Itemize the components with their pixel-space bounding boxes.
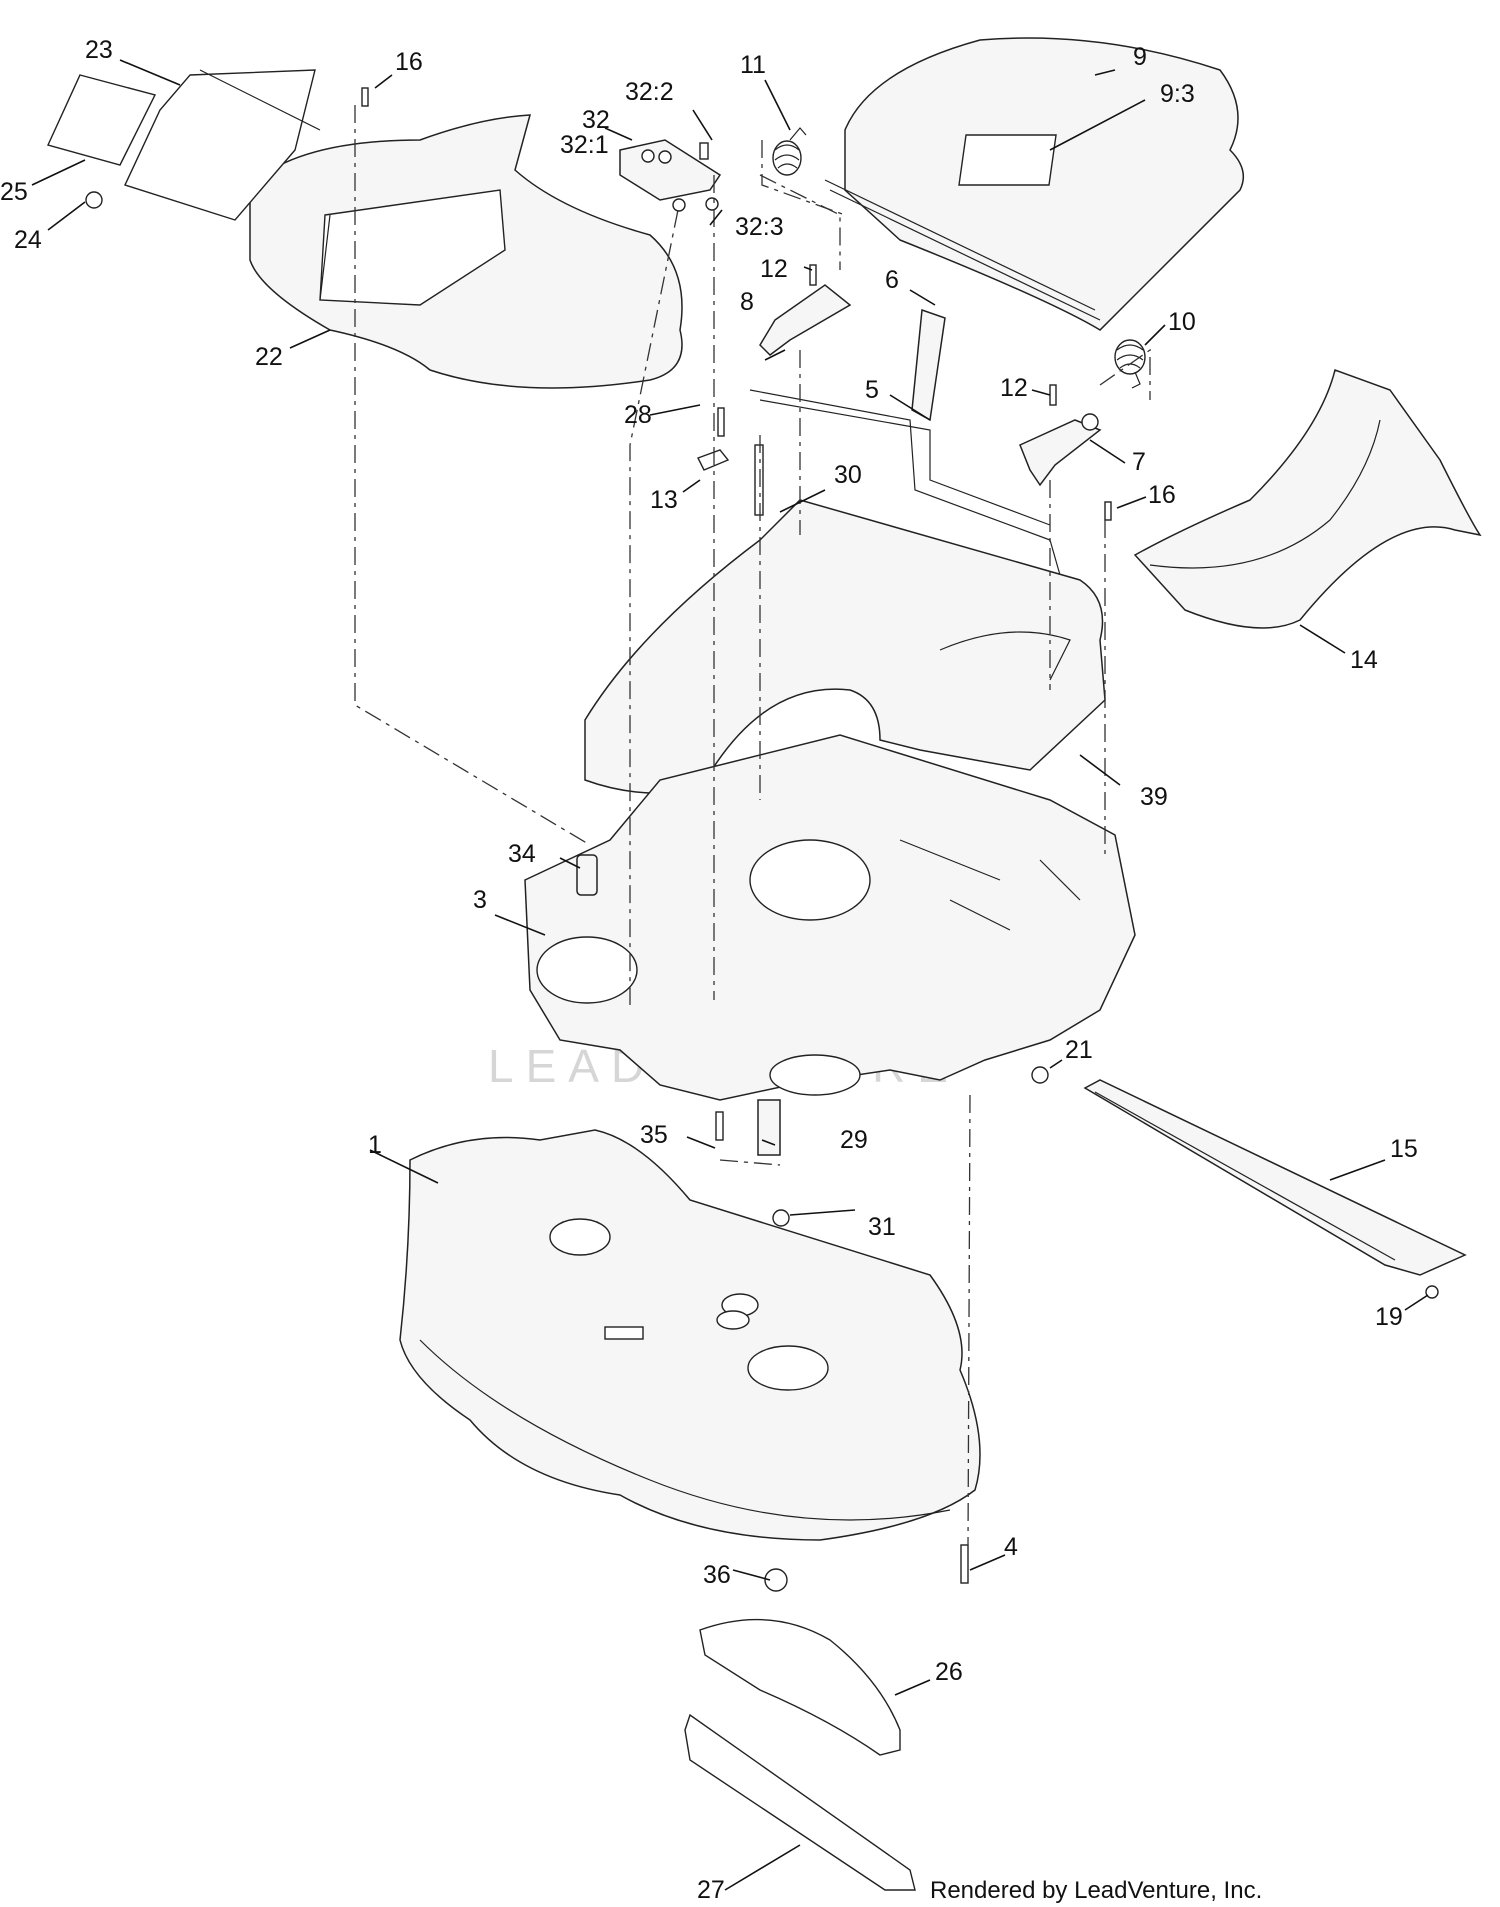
part-10-spring bbox=[1114, 339, 1146, 389]
callout-1: 1 bbox=[368, 1131, 382, 1159]
callout-4: 4 bbox=[1004, 1533, 1018, 1561]
callout-9: 9 bbox=[1133, 43, 1147, 71]
part-23-door bbox=[124, 69, 321, 221]
callout-11: 11 bbox=[740, 51, 766, 79]
callout-32-1: 32:1 bbox=[560, 131, 609, 159]
callout-6: 6 bbox=[885, 266, 899, 294]
part-11-spring bbox=[772, 127, 807, 176]
callout-29: 29 bbox=[840, 1126, 868, 1154]
callout-30: 30 bbox=[834, 461, 862, 489]
callout-16-lower: 16 bbox=[1148, 481, 1176, 509]
callout-12-lower: 12 bbox=[1000, 374, 1028, 402]
callout-28: 28 bbox=[624, 401, 652, 429]
callout-12-upper: 12 bbox=[760, 255, 788, 283]
callout-23: 23 bbox=[85, 36, 113, 64]
callout-27: 27 bbox=[697, 1876, 725, 1904]
callout-labels: 1 3 4 5 6 7 8 9 9:3 10 11 12 12 13 14 15… bbox=[0, 36, 1418, 1904]
callout-34: 34 bbox=[508, 840, 536, 868]
part-8-bracket bbox=[759, 284, 852, 356]
fasteners bbox=[85, 87, 1439, 1592]
callout-8: 8 bbox=[740, 288, 754, 316]
part-7-bracket bbox=[1019, 413, 1102, 487]
callout-3: 3 bbox=[473, 886, 487, 914]
leader-lines bbox=[31, 59, 1429, 1891]
part-27-bracket bbox=[684, 1713, 916, 1891]
callout-36: 36 bbox=[703, 1561, 731, 1589]
part-32-bracket bbox=[619, 139, 722, 212]
part-14-chute bbox=[1133, 369, 1482, 629]
part-25-plate bbox=[47, 74, 157, 166]
callout-14: 14 bbox=[1350, 646, 1378, 674]
rendered-by-credit: Rendered by LeadVenture, Inc. bbox=[930, 1877, 1262, 1904]
callout-25: 25 bbox=[0, 178, 28, 206]
part-9-cover bbox=[824, 37, 1245, 331]
part-15-rail bbox=[1083, 1079, 1467, 1276]
callout-26: 26 bbox=[935, 1658, 963, 1686]
part-3-deck-plate bbox=[524, 734, 1136, 1101]
callout-16-upper: 16 bbox=[395, 48, 423, 76]
center-lines bbox=[354, 105, 1151, 1546]
part-26-bracket bbox=[699, 1618, 901, 1756]
callout-9-3: 9:3 bbox=[1160, 80, 1195, 108]
part-34-spacer bbox=[576, 854, 598, 896]
callout-7: 7 bbox=[1132, 448, 1146, 476]
callout-31: 31 bbox=[868, 1213, 896, 1241]
callout-21: 21 bbox=[1065, 1036, 1093, 1064]
callout-32-3: 32:3 bbox=[735, 213, 784, 241]
callout-15: 15 bbox=[1390, 1135, 1418, 1163]
part-1-deck-shell bbox=[399, 1129, 981, 1541]
callout-32-2: 32:2 bbox=[625, 78, 674, 106]
callout-22: 22 bbox=[255, 343, 283, 371]
callout-13: 13 bbox=[650, 486, 678, 514]
part-22-deflector bbox=[249, 114, 683, 389]
callout-19: 19 bbox=[1375, 1303, 1403, 1331]
callout-39: 39 bbox=[1140, 783, 1168, 811]
callout-24: 24 bbox=[14, 226, 42, 254]
callout-32: 32 bbox=[582, 106, 610, 134]
callout-5: 5 bbox=[865, 376, 879, 404]
callout-35: 35 bbox=[640, 1121, 668, 1149]
callout-10: 10 bbox=[1168, 308, 1196, 336]
